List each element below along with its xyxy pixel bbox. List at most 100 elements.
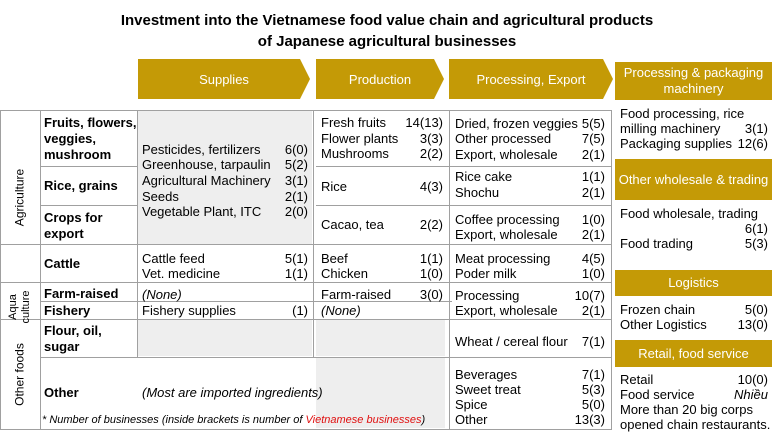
cell-production-other <box>316 358 445 428</box>
item-value: 2(2) <box>419 146 443 161</box>
category-flour-line: Flour, oil, <box>44 323 102 338</box>
supplies-other-note: (Most are imported ingredients) <box>142 385 323 400</box>
footnote-highlight: Vietnamese businesses <box>305 414 422 426</box>
row-divider <box>316 205 612 206</box>
retail-header-label: Retail, food service <box>638 345 749 361</box>
packaging-header-label: Processing & packaging machinery <box>623 65 764 96</box>
packaging-item-label: Food processing, rice <box>620 106 745 121</box>
item-label: Beverages <box>455 367 518 382</box>
retail-note: More than 20 big corps <box>620 402 753 417</box>
item-label: Other <box>455 412 488 427</box>
item-label: Food trading <box>620 236 693 251</box>
item-value: (1) <box>292 303 308 318</box>
item-label: milling machinery <box>620 121 721 136</box>
item-label: Other processed <box>455 131 552 146</box>
logistics-header-label: Logistics <box>668 275 719 290</box>
retail-note: opened chain restaurants. <box>620 417 771 432</box>
category-fruits: Fruits, flowers, veggies, mushroom <box>44 115 136 163</box>
supplies-farm-none: (None) <box>142 287 182 302</box>
title-line-1: Investment into the Vietnamese food valu… <box>120 12 654 29</box>
item-label: Processing <box>455 288 520 303</box>
item-value: 2(1) <box>581 147 605 162</box>
item-value: 7(1) <box>581 334 605 349</box>
item-value: 1(0) <box>419 266 443 281</box>
item-label: Export, wholesale <box>455 303 558 318</box>
item-value: 12(6) <box>737 136 768 151</box>
item-value: 13(0) <box>737 317 768 332</box>
item-label: Packaging supplies <box>620 136 733 151</box>
category-fruits-line: veggies, <box>44 131 97 146</box>
item-value: 2(1) <box>581 227 605 242</box>
item-value: 1(1) <box>581 169 605 184</box>
footnote: * Number of businesses (inside brackets … <box>42 414 425 426</box>
supplies-header: Supplies <box>138 59 310 99</box>
item-value: 13(3) <box>574 412 605 427</box>
item-value: 7(5) <box>581 131 605 146</box>
wholesale-header-label: Other wholesale & trading <box>618 171 769 187</box>
item-value: 5(1) <box>284 251 308 266</box>
row-divider <box>40 357 612 358</box>
row-divider <box>0 244 612 245</box>
category-crops-line: Crops for <box>44 210 103 225</box>
item-label: Poder milk <box>455 266 517 281</box>
packaging-item: Packaging supplies 12(6) <box>620 136 768 151</box>
item-label: Beef <box>321 251 348 266</box>
row-divider <box>316 166 612 167</box>
col-divider <box>137 110 138 357</box>
row-divider <box>0 429 612 430</box>
item-value: 10(0) <box>737 372 768 387</box>
wholesale-item-value: 6(1) <box>744 221 768 236</box>
category-fruits-line: Fruits, flowers, <box>44 115 137 130</box>
item-label: Vet. medicine <box>142 266 221 281</box>
item-value: 3(0) <box>419 287 443 302</box>
category-fishery: Fishery <box>44 303 91 318</box>
production-item: Mushrooms 2(2) <box>321 146 443 161</box>
cell-supplies-agri <box>138 111 312 244</box>
item-label: Fishery supplies <box>142 303 236 318</box>
retail-item: Retail 10(0) <box>620 372 768 387</box>
item-value: 2(2) <box>419 217 443 232</box>
cell-supplies-flour <box>138 320 312 356</box>
processing-item: Other processed 7(5) <box>455 131 605 146</box>
item-value: 2(1) <box>284 189 308 204</box>
retail-header: Retail, food service <box>615 340 772 367</box>
processing-item: Other 13(3) <box>455 412 605 427</box>
item-value: 1(0) <box>581 212 605 227</box>
item-label: Wheat / cereal flour <box>455 334 568 349</box>
item-value: 6(0) <box>284 142 308 157</box>
category-other: Other <box>44 385 79 400</box>
item-value: 5(5) <box>581 116 605 131</box>
item-value: 1(1) <box>419 251 443 266</box>
category-flour: Flour, oil, sugar <box>44 323 102 355</box>
item-label: Mushrooms <box>321 146 389 161</box>
item-value: 3(1) <box>284 173 308 188</box>
category-crops-line: export <box>44 226 84 241</box>
item-label: Rice <box>321 179 348 194</box>
item-label: Retail <box>620 372 654 387</box>
item-label: Frozen chain <box>620 302 696 317</box>
item-label: Meat processing <box>455 251 551 266</box>
row-divider <box>40 166 138 167</box>
packaging-header: Processing & packaging machinery <box>615 62 772 100</box>
supplies-item: Fishery supplies (1) <box>142 303 308 318</box>
item-value: 14(13) <box>405 115 443 130</box>
item-value: 7(1) <box>581 367 605 382</box>
processing-item: Beverages 7(1) <box>455 367 605 382</box>
item-label: Food service <box>620 387 695 402</box>
item-label: Sweet treat <box>455 382 521 397</box>
